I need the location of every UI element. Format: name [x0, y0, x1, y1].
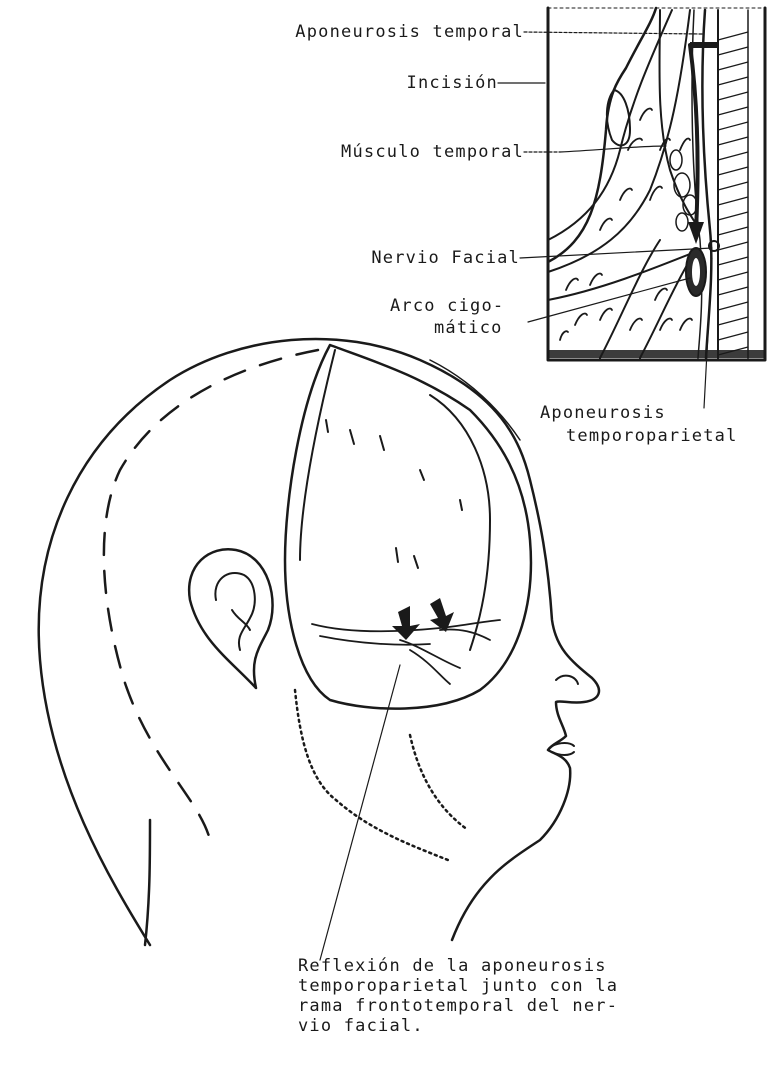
temporal-aponeurosis-layer	[548, 10, 690, 272]
skin-layer	[548, 8, 656, 262]
caption-line-4: vio facial.	[298, 1016, 718, 1036]
label-aponeurosis-tp-line1: Aponeurosis	[540, 403, 666, 423]
subcutaneous-layer	[548, 10, 672, 240]
caption-line-1: Reflexión de la aponeurosis	[298, 956, 718, 976]
skin-bump	[607, 90, 630, 145]
lower-layer-1	[548, 250, 700, 300]
ear-outer	[189, 549, 272, 688]
figure-caption: Reflexión de la aponeurosis temporoparie…	[298, 956, 718, 1036]
label-aponeurosis-tp-line2: temporoparietal	[566, 426, 738, 446]
label-incision: Incisión	[407, 73, 498, 93]
ear-tragus	[232, 610, 250, 630]
dotted-lines	[295, 690, 468, 860]
label-nervio-facial: Nervio Facial	[371, 248, 520, 268]
lower-layer-2	[600, 240, 660, 358]
label-arco-line1: Arco cigo-	[390, 296, 504, 316]
ear-inner	[215, 573, 254, 650]
lower-layer-3	[640, 260, 690, 358]
label-aponeurosis-temporal: Aponeurosis temporal	[295, 22, 524, 42]
flap-inner	[300, 350, 335, 560]
flap-outline	[285, 345, 531, 709]
caption-line-2: temporoparietal junto con la	[298, 976, 718, 996]
lips	[552, 743, 574, 755]
label-musculo-temporal: Músculo temporal	[341, 142, 524, 162]
bone-hatch	[718, 10, 748, 358]
nostril	[556, 676, 578, 684]
scalp-tick-marks	[326, 420, 462, 568]
leader-lines	[320, 32, 712, 960]
leader-aponeurosis-temporal	[524, 32, 702, 34]
label-arco-line2: mático	[434, 318, 503, 338]
caption-line-3: rama frontotemporal del ner-	[298, 996, 718, 1016]
head-drawing	[39, 339, 599, 945]
flap-arrows	[392, 598, 454, 640]
neck-back	[145, 820, 150, 945]
